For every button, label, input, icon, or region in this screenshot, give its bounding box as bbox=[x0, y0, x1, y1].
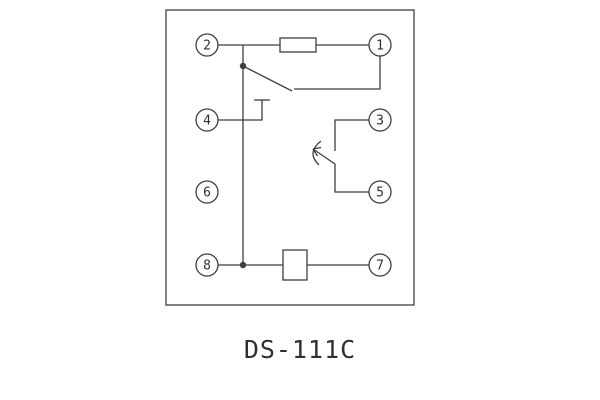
wire-terminal1-drop bbox=[294, 56, 381, 90]
coil-icon bbox=[282, 249, 308, 281]
terminal-3: 3 bbox=[368, 108, 392, 132]
model-label: DS-111C bbox=[244, 335, 356, 364]
terminal-5: 5 bbox=[368, 180, 392, 204]
relay-outline bbox=[165, 9, 415, 306]
terminal-4: 4 bbox=[195, 108, 219, 132]
terminal-4-circle bbox=[195, 108, 219, 132]
terminal-8-circle bbox=[195, 253, 219, 277]
terminal-7-label: 7 bbox=[376, 259, 384, 274]
terminal-1: 1 bbox=[368, 33, 392, 57]
terminal-6-label: 6 bbox=[203, 186, 211, 201]
terminal-8: 8 bbox=[195, 253, 219, 277]
terminal-5-circle bbox=[368, 180, 392, 204]
wires bbox=[218, 44, 381, 266]
terminal-4-label: 4 bbox=[203, 114, 211, 129]
terminal-7: 7 bbox=[368, 253, 392, 277]
terminal-8-label: 8 bbox=[203, 259, 211, 274]
terminal-6: 6 bbox=[195, 180, 219, 204]
terminal-2-label: 2 bbox=[203, 39, 211, 54]
delay-contact-blade bbox=[312, 148, 336, 165]
terminal-5-label: 5 bbox=[376, 186, 384, 201]
changeover-contact-icon bbox=[242, 65, 293, 92]
terminal-1-circle bbox=[368, 33, 392, 57]
wire-terminal3-fixed-contact bbox=[334, 119, 369, 151]
terminal-7-circle bbox=[368, 253, 392, 277]
contact-blade-top bbox=[242, 65, 293, 92]
terminal-3-label: 3 bbox=[376, 114, 384, 129]
terminal-6-circle bbox=[195, 180, 219, 204]
junction-dot-top bbox=[239, 62, 247, 70]
wire-terminal5-to-contact bbox=[334, 164, 369, 193]
time-delay-contact-icon bbox=[312, 140, 336, 166]
junction-dot-bottom bbox=[239, 261, 247, 269]
terminal-2-circle bbox=[195, 33, 219, 57]
resistor-icon bbox=[279, 37, 317, 53]
terminal-3-circle bbox=[368, 108, 392, 132]
terminal-1-label: 1 bbox=[376, 39, 384, 54]
terminal-2: 2 bbox=[195, 33, 219, 57]
delay-arc bbox=[312, 140, 322, 166]
wire-terminal4-fixed-contact bbox=[218, 100, 263, 121]
